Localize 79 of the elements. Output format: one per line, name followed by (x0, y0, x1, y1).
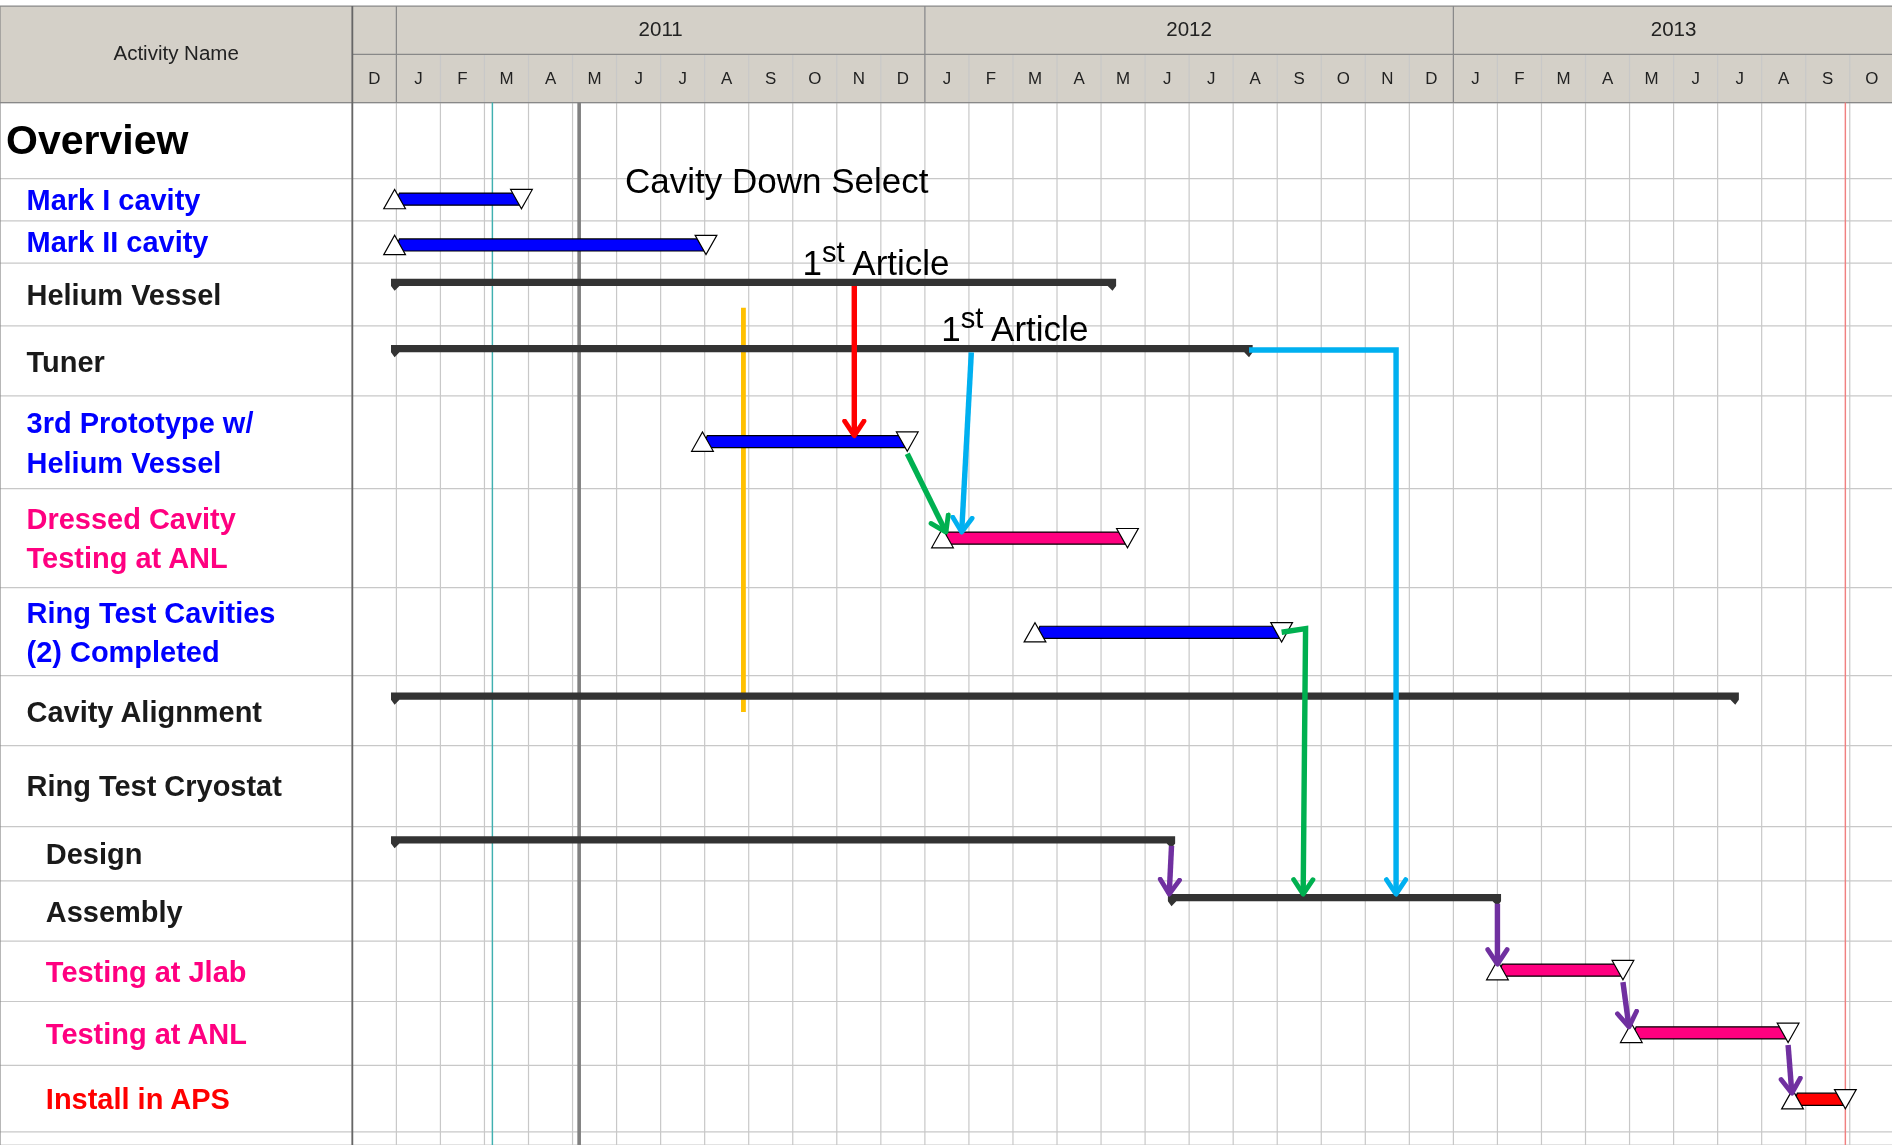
year-header: 2013 (1649, 17, 1698, 44)
activity-name: 3rd Prototype w/ Helium Vessel (26, 405, 255, 481)
activity-name: Mark II cavity (26, 224, 209, 261)
activity-name: Cavity Alignment (26, 693, 262, 730)
month-header: S (1292, 67, 1306, 91)
month-header: J (1470, 67, 1481, 91)
month-header: S (1821, 67, 1835, 91)
milestone-label: Cavity Down Select (625, 161, 929, 202)
dependency-arrow (1249, 347, 1409, 897)
task-bar (930, 527, 1140, 550)
month-header: N (1380, 67, 1395, 91)
activity-name: Dressed Cavity Testing at ANL (26, 500, 237, 577)
month-header: A (1248, 67, 1262, 91)
activity-name: Tuner (26, 343, 105, 380)
month-header: D (1424, 67, 1439, 91)
month-header: J (1205, 67, 1217, 91)
activity-name: Testing at ANL (45, 1016, 247, 1052)
month-header: J (1690, 67, 1701, 91)
milestone-label: 1$^{st}$ Article (941, 301, 1089, 350)
month-header: M (1026, 67, 1043, 91)
month-header: F (456, 67, 469, 91)
activity-name: Install in APS (45, 1081, 230, 1117)
summary-bar (391, 692, 1739, 705)
task-bar (690, 430, 920, 453)
task-bar (1619, 1022, 1800, 1044)
month-header: F (1513, 67, 1526, 91)
activity-name: Ring Test Cryostat (26, 768, 282, 805)
activity-name: Ring Test Cavities (2) Completed (26, 594, 277, 670)
dependency-arrow (1485, 903, 1510, 967)
task-bar (1485, 959, 1635, 981)
month-header: O (807, 67, 823, 91)
month-header: J (1161, 67, 1173, 91)
column-header: Activity Name (112, 41, 240, 68)
year-header: 2012 (1165, 17, 1213, 44)
activity-name: Design (45, 836, 143, 872)
task-bar (1023, 621, 1294, 644)
month-header: M (1115, 67, 1132, 91)
activity-name: Helium Vessel (26, 277, 222, 313)
dependency-arrow (1281, 625, 1316, 897)
summary-bar (391, 345, 1253, 358)
activity-name: Assembly (45, 893, 183, 930)
task-bar (382, 234, 718, 256)
year-header: 2011 (637, 17, 684, 44)
month-header: J (633, 67, 644, 91)
activity-name: Mark I cavity (26, 182, 201, 218)
month-header: A (1777, 67, 1791, 91)
summary-bar (391, 278, 1117, 291)
dependency-arrow (842, 285, 867, 438)
month-header: M (498, 67, 515, 91)
task-bar (1780, 1088, 1858, 1111)
summary-bar (391, 836, 1176, 849)
month-header: A (720, 67, 734, 91)
month-header: D (367, 67, 382, 91)
month-header: O (1864, 67, 1880, 91)
month-header: N (851, 67, 866, 91)
month-header: D (895, 67, 910, 91)
month-header: A (1072, 67, 1086, 91)
task-bar (382, 188, 534, 210)
dependency-arrow (1615, 981, 1639, 1030)
dependency-arrow (904, 452, 951, 535)
milestone-label: 1$^{st}$ Article (802, 235, 950, 284)
month-header: J (677, 67, 688, 91)
activity-name: Overview (6, 120, 189, 161)
month-header: J (941, 67, 953, 91)
month-header: S (764, 67, 778, 91)
dependency-arrow (950, 352, 975, 535)
month-header: M (1643, 67, 1660, 91)
month-header: A (543, 67, 558, 91)
month-header: J (413, 67, 424, 91)
summary-bar (1167, 894, 1502, 907)
month-header: J (1734, 67, 1745, 91)
month-header: M (1555, 67, 1572, 91)
dependency-arrow (1157, 845, 1182, 897)
month-header: O (1335, 67, 1351, 91)
month-header: M (586, 67, 603, 91)
month-header: A (1600, 67, 1615, 91)
activity-name: Testing at Jlab (45, 954, 247, 990)
month-header: F (984, 67, 998, 91)
dependency-arrow (1778, 1044, 1803, 1096)
